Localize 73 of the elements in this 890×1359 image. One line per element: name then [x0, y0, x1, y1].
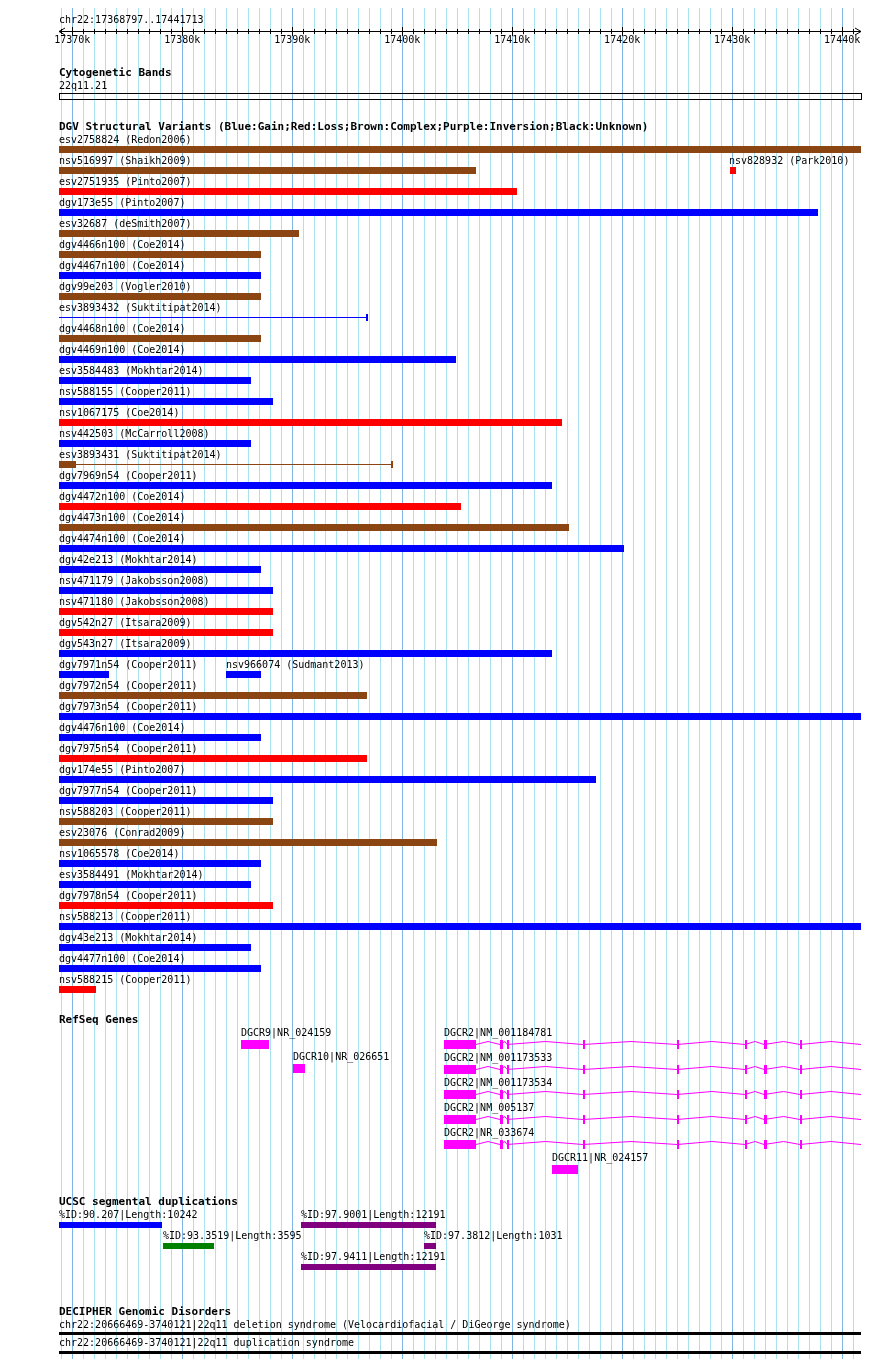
- feature-label: dgv542n27 (Itsara2009): [59, 617, 192, 629]
- feature-label: dgv7971n54 (Cooper2011): [59, 659, 198, 671]
- feature-label: nsv588203 (Cooper2011): [59, 806, 192, 818]
- feature-label: nsv966074 (Sudmant2013): [226, 659, 365, 671]
- gene-label: DGCR2|NM_001184781: [444, 1027, 553, 1039]
- feature-label: nsv1065578 (Coe2014): [59, 848, 180, 860]
- tick-label: 17370k: [54, 34, 91, 46]
- track-title: Cytogenetic Bands: [59, 67, 172, 79]
- gene-label: DGCR11|NR_024157: [552, 1152, 649, 1164]
- gene-label: DGCR2|NM_001173534: [444, 1077, 553, 1089]
- disorder-label: chr22:20666469-3740121|22q11 deletion syndrome (Velocardiofacial / DiGeorge syndrome): [59, 1319, 571, 1331]
- tick-label: 17400k: [384, 34, 421, 46]
- feature-label: dgv7977n54 (Cooper2011): [59, 785, 198, 797]
- tick-label: 17380k: [164, 34, 201, 46]
- track-title: RefSeq Genes: [59, 1014, 139, 1026]
- feature-label: esv3893431 (Suktitipat2014): [59, 449, 222, 461]
- tick-label: 17410k: [494, 34, 531, 46]
- feature-label: nsv471179 (Jakobsson2008): [59, 575, 210, 587]
- feature-label: dgv4468n100 (Coe2014): [59, 323, 186, 335]
- track-title: DECIPHER Genomic Disorders: [59, 1306, 232, 1318]
- feature-label: nsv828932 (Park2010): [729, 155, 850, 167]
- feature-label: esv3893432 (Suktitipat2014): [59, 302, 222, 314]
- feature-label: nsv516997 (Shaikh2009): [59, 155, 192, 167]
- coordinate-label: chr22:17368797..17441713: [59, 14, 204, 26]
- feature-label: dgv7972n54 (Cooper2011): [59, 680, 198, 692]
- feature-label: dgv7973n54 (Cooper2011): [59, 701, 198, 713]
- feature-label: dgv43e213 (Mokhtar2014): [59, 932, 198, 944]
- feature-label: dgv7978n54 (Cooper2011): [59, 890, 198, 902]
- feature-label: esv3584491 (Mokhtar2014): [59, 869, 204, 881]
- feature-label: dgv4477n100 (Coe2014): [59, 953, 186, 965]
- track-title: DGV Structural Variants (Blue:Gain;Red:Loss;Brown:Complex;Purple:Inversion;Black:Unknown): [59, 121, 649, 133]
- feature-label: nsv442503 (McCarroll2008): [59, 428, 210, 440]
- feature-label: dgv4472n100 (Coe2014): [59, 491, 186, 503]
- feature-label: esv2758824 (Redon2006): [59, 134, 192, 146]
- gene-label: DGCR10|NR_026651: [293, 1051, 390, 1063]
- gene-label: DGCR2|NM_005137: [444, 1102, 535, 1114]
- feature-label: esv3584483 (Mokhtar2014): [59, 365, 204, 377]
- duplication-label: %ID:93.3519|Length:3595: [163, 1230, 302, 1242]
- track-title: UCSC segmental duplications: [59, 1196, 238, 1208]
- disorder-label: chr22:20666469-3740121|22q11 duplication syndrome: [59, 1337, 354, 1349]
- feature-label: dgv4474n100 (Coe2014): [59, 533, 186, 545]
- feature-label: dgv4469n100 (Coe2014): [59, 344, 186, 356]
- feature-label: dgv543n27 (Itsara2009): [59, 638, 192, 650]
- tick-label: 17390k: [274, 34, 311, 46]
- band-label: 22q11.21: [59, 80, 108, 92]
- feature-label: esv32687 (deSmith2007): [59, 218, 192, 230]
- feature-label: nsv588213 (Cooper2011): [59, 911, 192, 923]
- feature-label: nsv588155 (Cooper2011): [59, 386, 192, 398]
- duplication-label: %ID:90.207|Length:10242: [59, 1209, 198, 1221]
- feature-label: dgv174e55 (Pinto2007): [59, 764, 186, 776]
- feature-label: dgv99e203 (Vogler2010): [59, 281, 192, 293]
- feature-label: esv23076 (Conrad2009): [59, 827, 186, 839]
- duplication-label: %ID:97.3812|Length:1031: [424, 1230, 563, 1242]
- feature-label: nsv588215 (Cooper2011): [59, 974, 192, 986]
- feature-label: nsv1067175 (Coe2014): [59, 407, 180, 419]
- feature-label: dgv173e55 (Pinto2007): [59, 197, 186, 209]
- duplication-label: %ID:97.9001|Length:12191: [301, 1209, 446, 1221]
- feature-label: esv2751935 (Pinto2007): [59, 176, 192, 188]
- feature-label: dgv4476n100 (Coe2014): [59, 722, 186, 734]
- feature-label: dgv42e213 (Mokhtar2014): [59, 554, 198, 566]
- feature-label: dgv7969n54 (Cooper2011): [59, 470, 198, 482]
- feature-label: dgv4473n100 (Coe2014): [59, 512, 186, 524]
- gene-label: DGCR2|NM_001173533: [444, 1052, 553, 1064]
- tick-label: 17430k: [714, 34, 751, 46]
- tick-label: 17440k: [824, 34, 861, 46]
- feature-label: dgv7975n54 (Cooper2011): [59, 743, 198, 755]
- duplication-label: %ID:97.9411|Length:12191: [301, 1251, 446, 1263]
- tick-label: 17420k: [604, 34, 641, 46]
- feature-label: dgv4466n100 (Coe2014): [59, 239, 186, 251]
- feature-label: dgv4467n100 (Coe2014): [59, 260, 186, 272]
- gene-label: DGCR9|NR_024159: [241, 1027, 332, 1039]
- gene-label: DGCR2|NR_033674: [444, 1127, 535, 1139]
- feature-label: nsv471180 (Jakobsson2008): [59, 596, 210, 608]
